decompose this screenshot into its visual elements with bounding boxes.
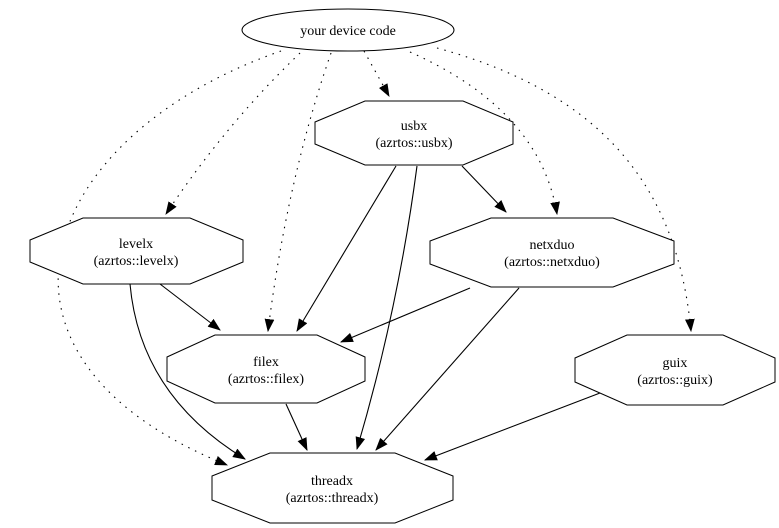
edge-device-guix: [436, 47, 695, 333]
levelx-name: levelx: [119, 237, 153, 252]
node-device: your device code: [241, 8, 455, 52]
threadx-qualified-name: (azrtos::threadx): [286, 491, 379, 506]
edge-levelx-filex: [159, 283, 221, 331]
threadx-name: threadx: [311, 474, 353, 489]
usbx-qualified-name: (azrtos::usbx): [376, 136, 453, 151]
edge-usbx-threadx: [355, 165, 418, 451]
netxduo-octagon: [429, 217, 675, 288]
usbx-octagon: [314, 100, 514, 166]
netxduo-qualified-name: (azrtos::netxduo): [504, 255, 600, 270]
edge-netxduo-threadx: [375, 287, 520, 451]
edge-netxduo-filex: [340, 287, 471, 343]
filex-qualified-name: (azrtos::filex): [228, 372, 305, 387]
edge-device-threadx: [57, 50, 282, 466]
netxduo-name: netxduo: [529, 238, 574, 253]
edge-guix-threadx: [423, 392, 601, 461]
edge-usbx-netxduo: [461, 165, 507, 213]
device-label: your device code: [300, 24, 396, 39]
guix-octagon: [574, 334, 776, 406]
node-levelx: levelx (azrtos::levelx): [29, 217, 244, 285]
usbx-name: usbx: [401, 119, 427, 134]
levelx-qualified-name: (azrtos::levelx): [94, 254, 179, 269]
guix-qualified-name: (azrtos::guix): [637, 373, 713, 388]
guix-name: guix: [663, 356, 688, 371]
edge-filex-threadx: [285, 403, 308, 451]
edge-device-levelx: [165, 52, 301, 215]
edge-levelx-threadx: [129, 283, 246, 460]
filex-name: filex: [253, 355, 279, 370]
node-usbx: usbx (azrtos::usbx): [314, 100, 514, 166]
node-guix: guix (azrtos::guix): [574, 334, 776, 406]
levelx-octagon: [29, 217, 244, 285]
device-ellipse: [241, 8, 455, 52]
threadx-octagon: [211, 452, 454, 524]
node-filex: filex (azrtos::filex): [166, 334, 366, 404]
node-threadx: threadx (azrtos::threadx): [211, 452, 454, 524]
node-netxduo: netxduo (azrtos::netxduo): [429, 217, 675, 288]
edge-usbx-filex: [296, 165, 397, 332]
filex-octagon: [166, 334, 366, 404]
edge-device-usbx: [363, 50, 390, 97]
